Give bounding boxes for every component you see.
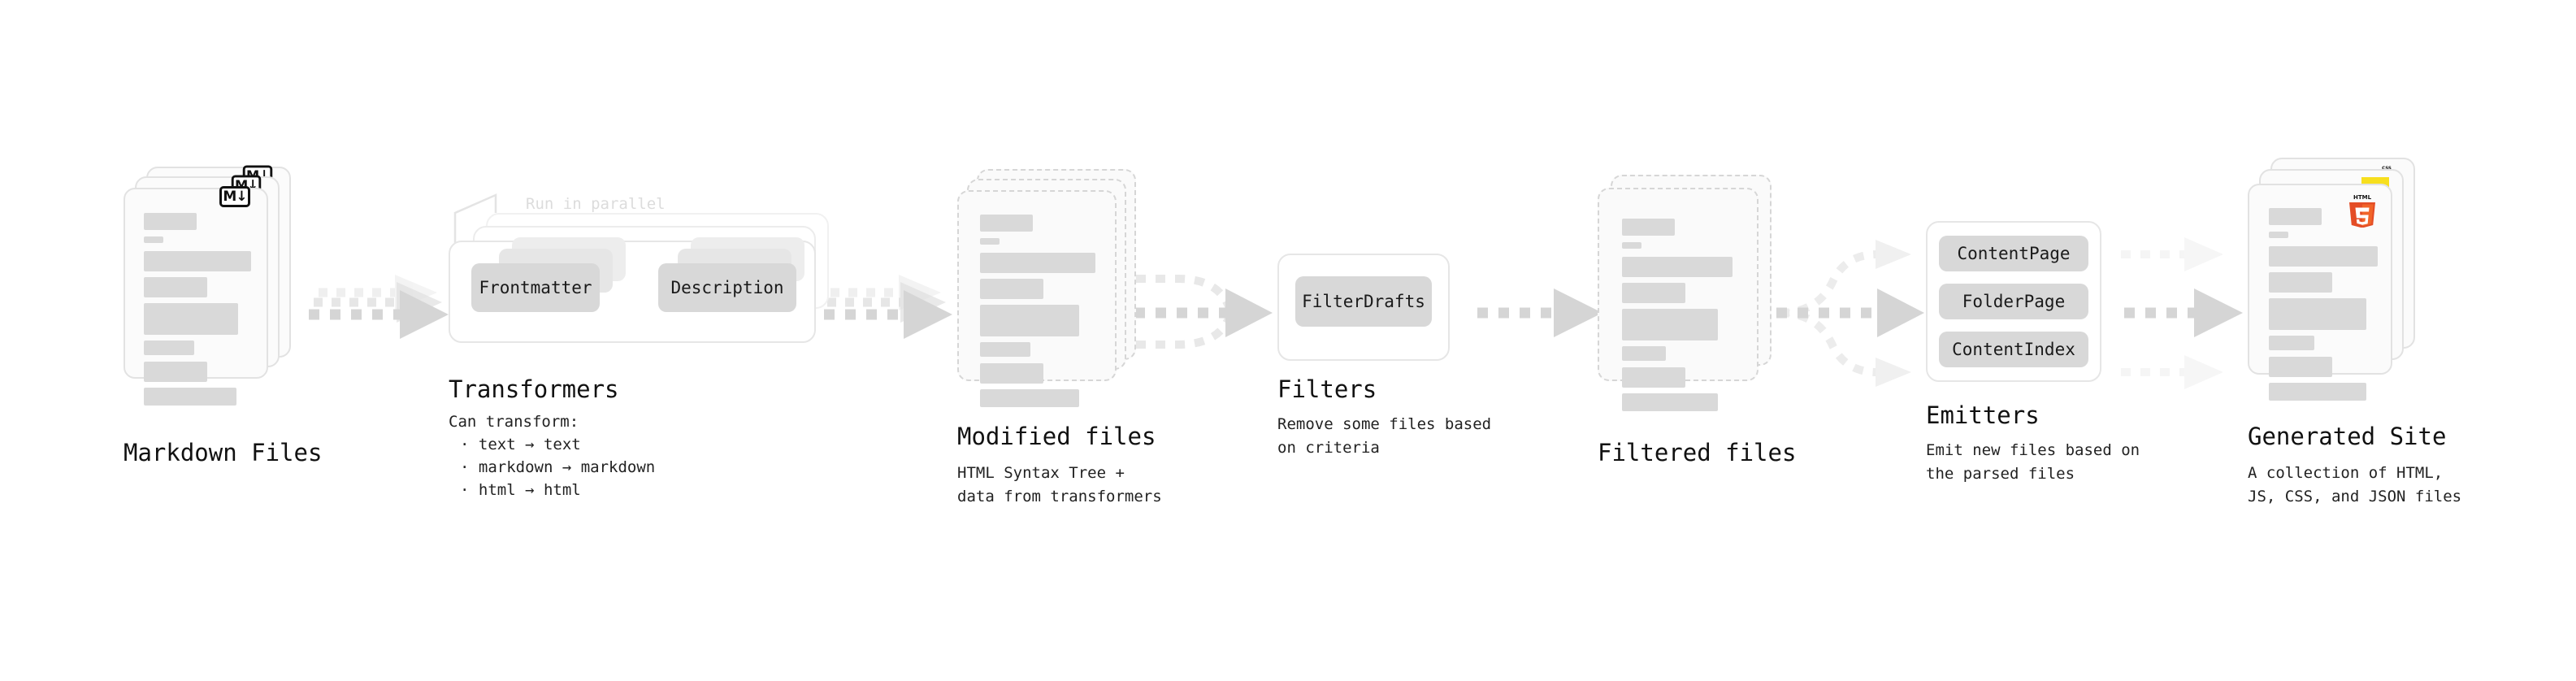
doc-bar [1622, 219, 1675, 236]
emitter-chip-contentpage[interactable]: ContentPage [1939, 236, 2088, 271]
doc-bar [144, 340, 194, 355]
svg-text:HTML: HTML [2353, 194, 2372, 201]
doc-bar [1622, 393, 1718, 411]
modified-files-caption: HTML Syntax Tree + data from transformer… [957, 464, 1162, 505]
doc-bar [144, 388, 236, 406]
stage-title-emitters: Emitters [1926, 401, 2040, 429]
doc-bar [144, 362, 207, 382]
svg-text:CSS: CSS [2382, 167, 2392, 171]
markdown-sheet-front [124, 188, 268, 406]
emitter-chip-contentindex[interactable]: ContentIndex [1939, 332, 2088, 367]
doc-bar [980, 363, 1043, 384]
transformers-caption-head: Can transform: [449, 413, 579, 431]
stage-title-generated-site: Generated Site [2248, 423, 2447, 450]
arrow-modified-to-filters [1134, 275, 1273, 349]
run-in-parallel-label: Run in parallel [526, 195, 666, 213]
doc-bar [980, 253, 1095, 273]
transformers-caption-item-1: · text → text [460, 436, 581, 453]
doc-bar [980, 342, 1030, 357]
doc-bar [144, 251, 251, 271]
transformer-chip-frontmatter[interactable]: Frontmatter [471, 263, 600, 312]
filtered-sheet-front [1598, 188, 1759, 411]
doc-bar [144, 213, 197, 230]
doc-bar [144, 303, 238, 335]
doc-bar [2269, 272, 2332, 293]
doc-bar [144, 236, 163, 243]
generated-site-caption: A collection of HTML, JS, CSS, and JSON … [2248, 464, 2462, 505]
arrow-emitters-to-site [2121, 237, 2243, 389]
modified-sheet-front [957, 190, 1117, 407]
doc-bar [1622, 242, 1641, 249]
doc-bar [980, 305, 1079, 336]
filter-chip-filterdrafts[interactable]: FilterDrafts [1295, 276, 1432, 327]
doc-bar [144, 277, 207, 297]
emitters-caption: Emit new files based on the parsed files [1926, 441, 2140, 483]
stage-title-transformers: Transformers [449, 375, 619, 403]
arrow-transformers-to-modified [824, 275, 952, 339]
doc-bar [2269, 383, 2366, 401]
doc-bar [2269, 298, 2366, 330]
filter-chip-filterdrafts-label: FilterDrafts [1302, 292, 1425, 311]
arrow-filters-to-filtered [1477, 288, 1602, 337]
stage-title-filters: Filters [1277, 375, 1377, 403]
arrow-filtered-to-emitters [1776, 240, 1924, 387]
doc-bar [2269, 357, 2332, 377]
html5-icon: HTML [2349, 194, 2375, 228]
doc-bar [2269, 208, 2322, 225]
stage-title-filtered-files: Filtered files [1598, 439, 1797, 466]
doc-bar [980, 215, 1033, 232]
doc-bar [1622, 283, 1685, 303]
emitter-chip-contentindex-label: ContentIndex [1952, 340, 2075, 359]
transformer-chip-description[interactable]: Description [658, 263, 796, 312]
doc-bar [980, 279, 1043, 299]
transformer-chip-description-label: Description [670, 278, 784, 297]
filters-caption: Remove some files based on criteria [1277, 415, 1492, 457]
emitter-chip-folderpage-label: FolderPage [1962, 292, 2066, 311]
doc-bar [1622, 309, 1718, 340]
stage-title-modified-files: Modified files [957, 423, 1156, 450]
doc-bar [2269, 336, 2314, 350]
doc-bar [2269, 232, 2288, 238]
doc-bar [2269, 246, 2378, 267]
doc-bar [980, 238, 1000, 245]
transformer-chip-frontmatter-label: Frontmatter [479, 278, 592, 297]
emitter-chip-folderpage[interactable]: FolderPage [1939, 284, 2088, 319]
transformers-caption-item-3: · html → html [460, 481, 581, 499]
doc-bar [1622, 257, 1733, 277]
doc-bar [1622, 346, 1666, 361]
markdown-icon-label: M↓ [223, 188, 247, 205]
arrow-markdown-to-transformers [309, 275, 449, 339]
transformers-caption-item-2: · markdown → markdown [460, 458, 656, 476]
markdown-icon: M↓ [219, 186, 250, 207]
emitter-chip-contentpage-label: ContentPage [1957, 244, 2071, 263]
stage-title-markdown-files: Markdown Files [124, 439, 323, 466]
doc-bar [1622, 367, 1685, 388]
doc-bar [980, 389, 1079, 407]
